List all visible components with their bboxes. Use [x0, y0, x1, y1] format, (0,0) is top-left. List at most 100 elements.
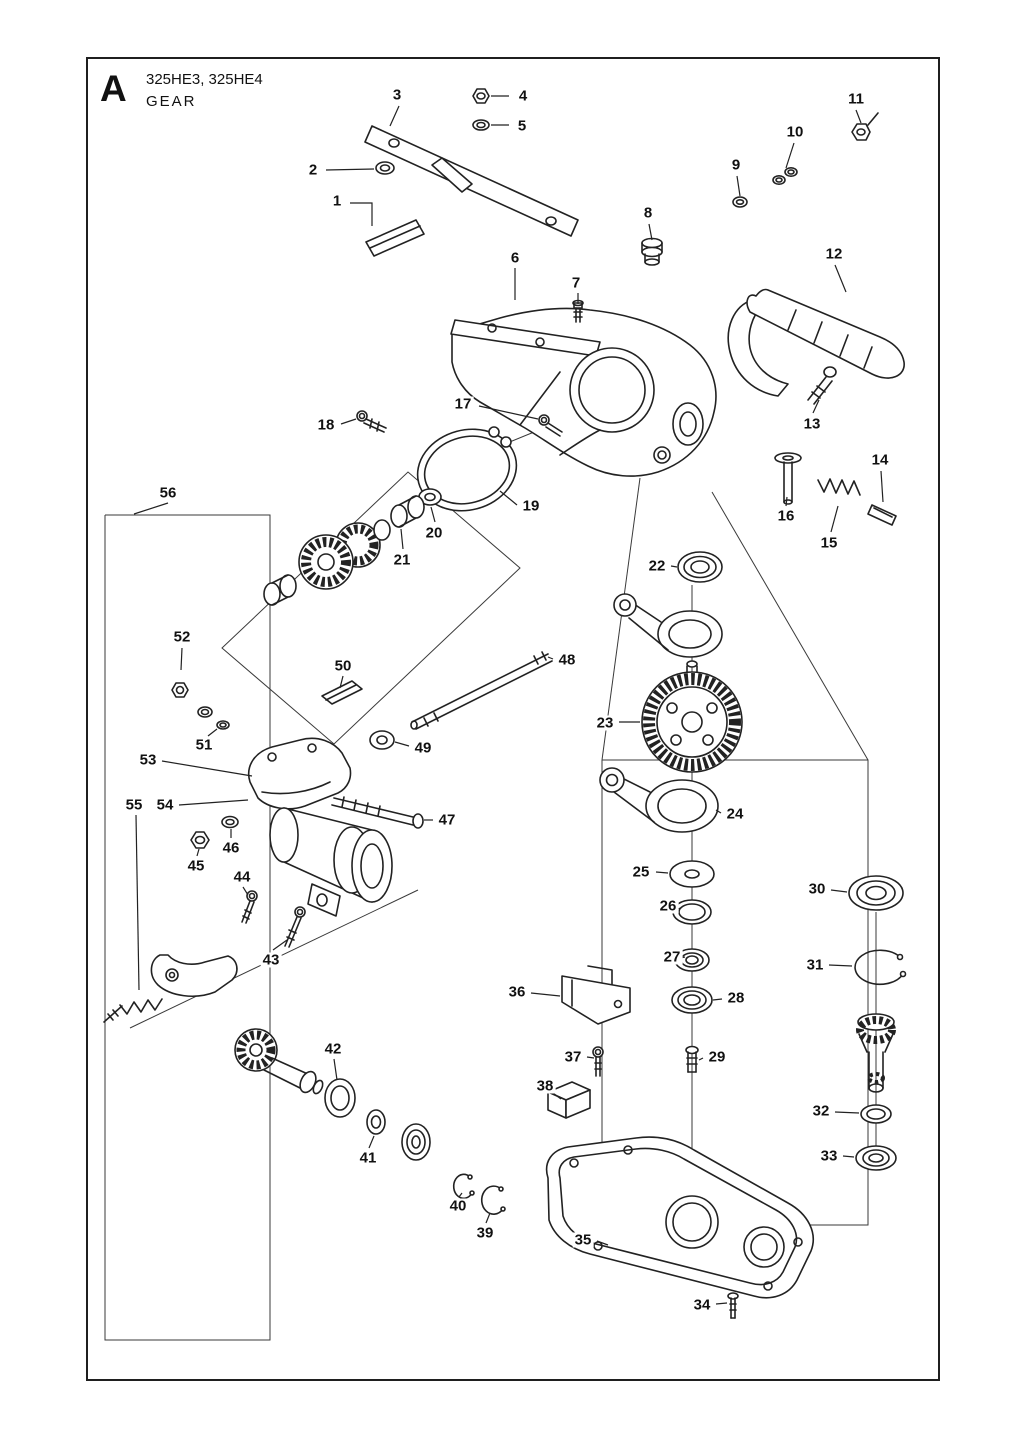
part-circlip-39: [480, 1185, 506, 1215]
part-label-4: 4: [516, 87, 530, 105]
part-label-25: 25: [630, 863, 652, 881]
part-label-34: 34: [691, 1296, 713, 1314]
part-label-38: 38: [534, 1077, 556, 1095]
part-nut-52: [171, 682, 189, 698]
part-nut-11: [851, 112, 879, 141]
part-base-plate-35: [545, 1136, 814, 1299]
part-screw-7: [572, 299, 584, 323]
part-eccentric-arm-24: [599, 767, 719, 833]
part-washer-9: [732, 196, 748, 208]
part-gear-23: [641, 660, 743, 773]
part-label-32: 32: [810, 1102, 832, 1120]
part-label-47: 47: [436, 811, 458, 829]
part-label-40: 40: [447, 1197, 469, 1215]
part-label-43: 43: [260, 951, 282, 969]
part-screw-47: [331, 796, 424, 829]
part-screw-13: [807, 366, 837, 405]
part-washer-49: [369, 730, 395, 750]
part-label-8: 8: [641, 204, 655, 222]
part-lever: [150, 954, 238, 998]
leader-lines: [133, 95, 884, 1305]
part-washer-25: [669, 860, 715, 888]
part-screw-44: [241, 890, 258, 924]
part-label-19: 19: [520, 497, 542, 515]
part-label-50: 50: [332, 657, 354, 675]
part-label-33: 33: [818, 1147, 840, 1165]
part-label-13: 13: [801, 415, 823, 433]
part-label-42: 42: [322, 1040, 344, 1058]
diagram-border-frame: [86, 57, 940, 1381]
part-washer-41b: [366, 1109, 386, 1135]
part-label-51: 51: [193, 736, 215, 754]
part-cylinder-body: [269, 807, 393, 917]
part-washer-5: [472, 119, 490, 131]
part-label-22: 22: [646, 557, 668, 575]
part-pinion-gear: [856, 1013, 896, 1093]
part-label-45: 45: [185, 857, 207, 875]
part-bracket-bar-3: [364, 125, 579, 237]
part-circlip-31: [854, 949, 907, 986]
part-label-46: 46: [220, 839, 242, 857]
part-bearing-28: [671, 986, 713, 1014]
part-label-54: 54: [154, 796, 176, 814]
part-label-53: 53: [137, 751, 159, 769]
part-label-56: 56: [157, 484, 179, 502]
part-screw-17: [538, 414, 563, 437]
part-washer-27: [674, 948, 710, 972]
part-circlip-40: [452, 1173, 475, 1200]
section-letter: A: [100, 68, 127, 109]
part-nut-45: [190, 831, 210, 849]
part-label-35: 35: [572, 1231, 594, 1249]
part-washers-10: [772, 167, 798, 186]
part-screw-37: [592, 1046, 604, 1077]
part-gear-housing-6: [450, 307, 717, 477]
part-label-5: 5: [515, 117, 529, 135]
part-label-18: 18: [315, 416, 337, 434]
part-label-41: 41: [357, 1149, 379, 1167]
part-label-14: 14: [869, 451, 891, 469]
part-label-9: 9: [729, 156, 743, 174]
part-washer-32: [860, 1104, 892, 1124]
part-label-44: 44: [231, 868, 253, 886]
part-handle-12: [727, 288, 905, 397]
part-label-12: 12: [823, 245, 845, 263]
part-screw-34: [727, 1292, 739, 1319]
part-bevel-gear-42: [234, 1028, 324, 1095]
part-label-27: 27: [661, 948, 683, 966]
part-pin-14: [867, 504, 897, 526]
part-bearing-41a: [324, 1078, 356, 1118]
part-label-30: 30: [806, 880, 828, 898]
part-bearing-33: [855, 1145, 897, 1171]
part-eccentric-arm-upper: [613, 593, 723, 658]
part-label-7: 7: [569, 274, 583, 292]
part-bevel-gear-cluster: [263, 519, 391, 606]
part-label-31: 31: [804, 956, 826, 974]
part-label-36: 36: [506, 983, 528, 1001]
part-label-29: 29: [706, 1048, 728, 1066]
part-washer-2: [375, 161, 395, 175]
part-label-52: 52: [171, 628, 193, 646]
part-plug-8: [641, 237, 663, 266]
part-pin-16: [774, 452, 802, 505]
part-shaft-48: [410, 651, 553, 730]
part-label-6: 6: [508, 249, 522, 267]
part-label-23: 23: [594, 714, 616, 732]
part-washer-26: [672, 899, 712, 925]
part-label-55: 55: [123, 796, 145, 814]
diagram-subtitle: GEAR: [146, 93, 197, 110]
part-label-24: 24: [724, 805, 746, 823]
part-screw-29: [685, 1045, 699, 1073]
part-washers-51: [197, 706, 230, 730]
part-label-3: 3: [390, 86, 404, 104]
part-label-37: 37: [562, 1048, 584, 1066]
part-label-28: 28: [725, 989, 747, 1007]
part-label-39: 39: [474, 1224, 496, 1242]
part-bearing-22: [677, 551, 723, 583]
part-bracket-36: [561, 965, 631, 1025]
part-spring-lower: [103, 998, 163, 1023]
part-spring-15: [817, 478, 861, 496]
part-screw-43: [284, 906, 306, 948]
part-label-10: 10: [784, 123, 806, 141]
part-bearing-30: [848, 875, 904, 911]
